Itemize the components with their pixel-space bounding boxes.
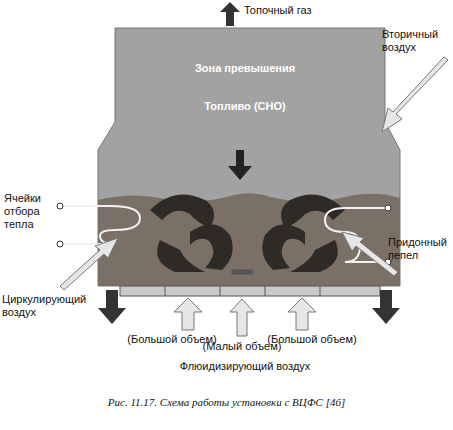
fluidized-bed: [98, 193, 400, 286]
furnace-body: [98, 28, 400, 286]
part-label: Зона превышения: [165, 62, 325, 75]
part-label: Вторичный воздух: [382, 28, 450, 54]
circulation-swirls: [150, 194, 345, 272]
secondary-air-arrow: [382, 57, 448, 132]
fluidizing-air-arrow: [288, 298, 316, 330]
fluidizing-air-arrow: [174, 298, 202, 330]
air-distributor: [120, 270, 380, 296]
flue-gas-arrow: [220, 2, 240, 26]
figure-caption: Рис. 11.17. Схема работы установки с ВЦФ…: [10, 396, 443, 408]
ash-out-arrow: [372, 290, 400, 324]
fuel-arrow: [228, 150, 252, 180]
fluidizing-air-arrow: [230, 299, 254, 336]
ash-out-arrow: [98, 290, 126, 324]
part-label: Придонный пепел: [388, 236, 451, 262]
part-label: Флюидизирующий воздух: [120, 360, 370, 373]
part-label: (Большой объем): [262, 333, 362, 346]
part-label: Топочный газ: [244, 4, 354, 17]
part-label: Циркулирующий воздух: [2, 293, 96, 319]
part-label: Топливо (СНО): [165, 100, 325, 113]
circulating-air-arrow: [60, 238, 118, 290]
part-label: Ячейки отбора тепла: [4, 192, 60, 231]
